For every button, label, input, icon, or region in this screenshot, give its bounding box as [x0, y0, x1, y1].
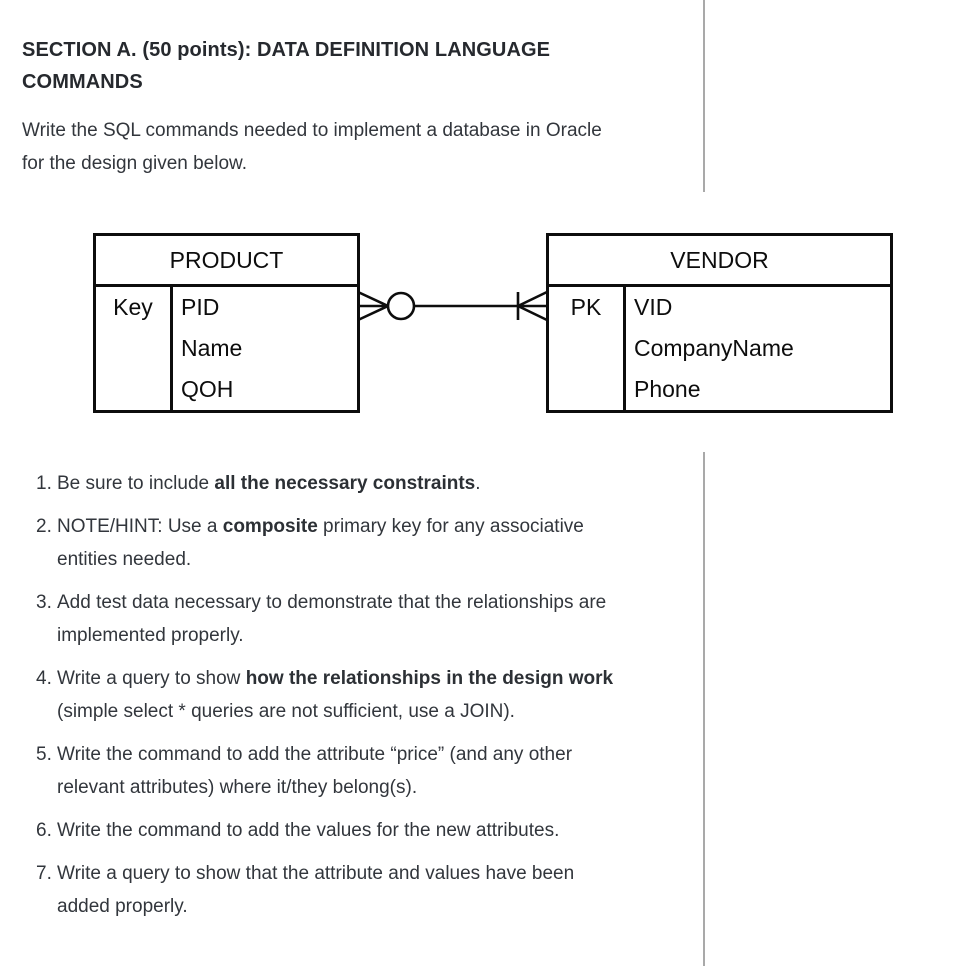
item-number: 4.: [36, 668, 52, 689]
item-text: Write a query to show how the relationsh…: [57, 668, 614, 722]
instruction-item: 2.NOTE/HINT: Use a composite primary key…: [36, 510, 613, 576]
item-text: Write the command to add the attribute “…: [57, 744, 573, 798]
entity-vendor: VENDOR PK VID CompanyName Phone: [546, 233, 893, 413]
crow-foot-vendor-end: [517, 290, 548, 322]
attribute-row: CompanyName: [634, 335, 794, 361]
attribute-row: QOH: [181, 376, 234, 402]
section-title-line-2: COMMANDS: [22, 71, 143, 93]
entity-vendor-title: VENDOR: [549, 236, 890, 287]
optional-circle-icon: [386, 291, 416, 321]
entity-vendor-key-label: PK: [570, 294, 602, 320]
entity-vendor-key-column: PK: [549, 287, 626, 410]
instruction-item: 4.Write a query to show how the relation…: [36, 662, 613, 728]
entity-product-key-label: Key: [113, 294, 153, 320]
instruction-item: 1.Be sure to include all the necessary c…: [36, 467, 613, 500]
attribute-row: PID: [181, 294, 220, 320]
relationship-connector: [357, 290, 548, 322]
instruction-item: 6.Write the command to add the values fo…: [36, 814, 613, 847]
entity-vendor-attributes: VID CompanyName Phone: [626, 287, 890, 410]
entity-product-key-column: Key: [96, 287, 173, 410]
attribute-row: VID: [634, 294, 673, 320]
item-number: 3.: [36, 592, 52, 613]
item-text: Write the command to add the values for …: [57, 820, 560, 841]
entity-product-title: PRODUCT: [96, 236, 357, 287]
intro-line-1: Write the SQL commands needed to impleme…: [22, 120, 602, 141]
vertical-divider-bottom: [703, 452, 705, 966]
instruction-item: 3.Add test data necessary to demonstrate…: [36, 586, 613, 652]
item-text: Add test data necessary to demonstrate t…: [57, 592, 607, 646]
instruction-item: 5.Write the command to add the attribute…: [36, 738, 613, 804]
crow-foot-product-end: [357, 290, 389, 322]
item-number: 7.: [36, 863, 52, 884]
instruction-list: 1.Be sure to include all the necessary c…: [36, 467, 613, 933]
intro-paragraph: Write the SQL commands needed to impleme…: [22, 114, 602, 180]
instruction-item: 7.Write a query to show that the attribu…: [36, 857, 613, 923]
item-text: Write a query to show that the attribute…: [57, 863, 575, 917]
item-number: 6.: [36, 820, 52, 841]
entity-product: PRODUCT Key PID Name QOH: [93, 233, 360, 413]
attribute-row: Name: [181, 335, 243, 361]
item-number: 1.: [36, 473, 52, 494]
item-text: NOTE/HINT: Use a composite primary key f…: [57, 516, 584, 570]
section-title: SECTION A. (50 points): DATA DEFINITION …: [22, 34, 550, 98]
vertical-divider-top: [703, 0, 705, 192]
section-title-line-1: SECTION A. (50 points): DATA DEFINITION …: [22, 39, 551, 61]
entity-product-attributes: PID Name QOH: [173, 287, 357, 410]
item-number: 5.: [36, 744, 52, 765]
item-text: Be sure to include all the necessary con…: [57, 473, 481, 494]
item-number: 2.: [36, 516, 52, 537]
intro-line-2: for the design given below.: [22, 153, 247, 174]
attribute-row: Phone: [634, 376, 701, 402]
